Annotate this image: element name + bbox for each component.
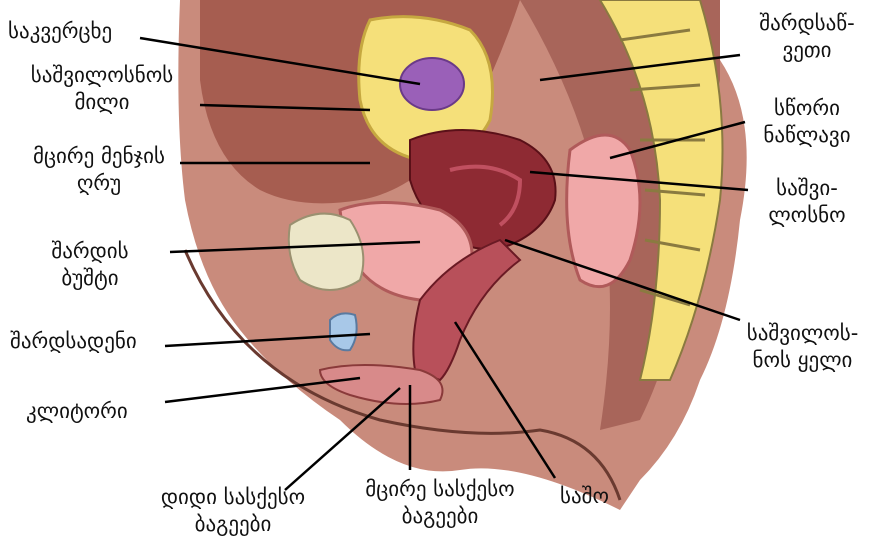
label-vagina: საშო	[560, 483, 609, 510]
label-cervix: საშვილოს- ნოს ყელი	[735, 320, 870, 374]
ovary	[400, 58, 464, 110]
label-urethra: შარდსადენი	[10, 328, 137, 355]
label-oviduct: საშვილოსნოს მილი	[12, 62, 192, 116]
label-bladder: შარდის ბუშტი	[10, 238, 170, 292]
label-labia-minor: მცირე სასქესო ბაგეები	[340, 476, 540, 530]
label-clitoris: კლიტორი	[26, 398, 128, 425]
label-ureter: შარდსაწ- ვეთი	[752, 10, 862, 64]
label-sacrum: საკვერცხე	[8, 18, 112, 45]
label-rectum: სწორი ნაწლავი	[752, 95, 862, 149]
urethra	[330, 313, 357, 350]
pubic-bone	[289, 214, 364, 290]
label-pelvis: მცირე მენჯის ღრუ	[4, 143, 194, 197]
label-uterus: საშვი- ლოსნო	[752, 175, 862, 229]
label-labia-major: დიდი სასქესო ბაგეები	[148, 484, 318, 538]
